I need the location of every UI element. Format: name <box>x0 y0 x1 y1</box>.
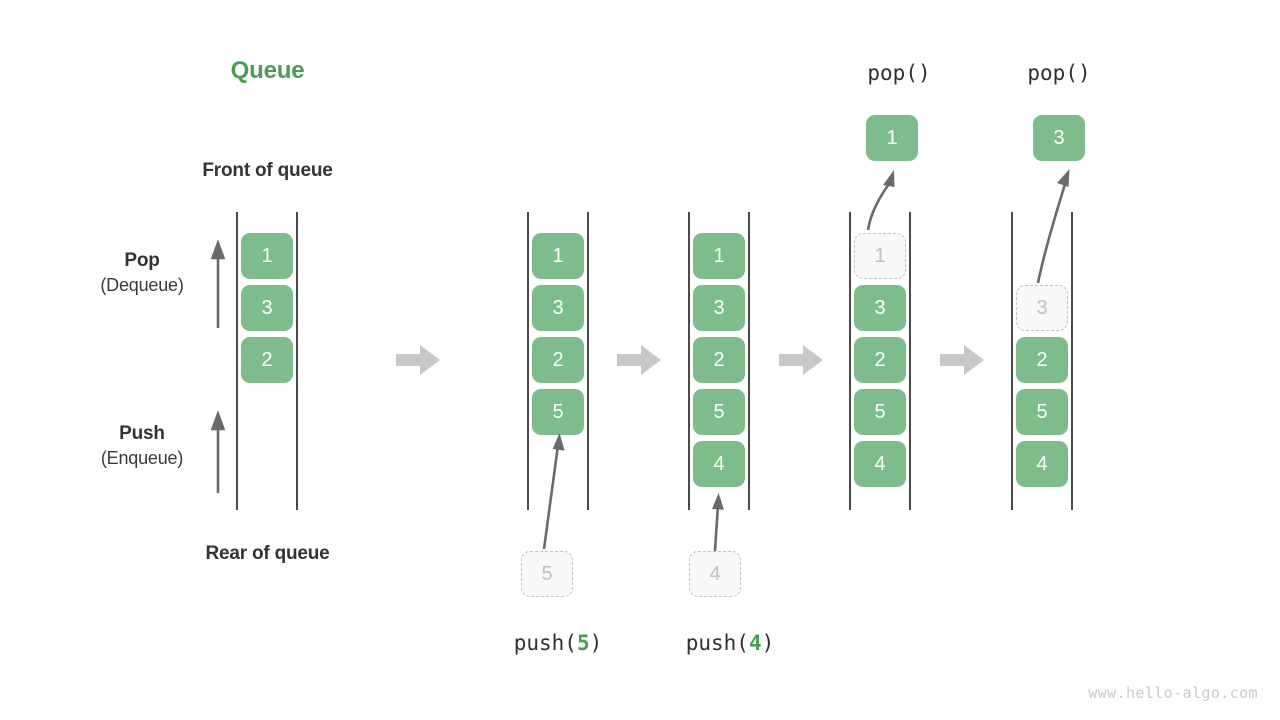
queue-cell[interactable]: 5 <box>693 389 745 435</box>
vacated-ghost-cell: 1 <box>854 233 906 279</box>
incoming-ghost-cell: 4 <box>689 551 741 597</box>
flow-arrow-icon <box>779 345 823 375</box>
caption-value: 4 <box>748 631 762 655</box>
push-pointer-arrow-icon <box>712 493 724 552</box>
pop-operation-label: pop() <box>867 61 931 85</box>
queue-cell[interactable]: 2 <box>532 337 584 383</box>
push-pointer-arrow-icon <box>542 433 565 550</box>
queue-cell[interactable]: 1 <box>693 233 745 279</box>
queue-rails <box>527 212 589 510</box>
queue-cell[interactable]: 2 <box>693 337 745 383</box>
vacated-ghost-cell: 3 <box>1016 285 1068 331</box>
queue-rails <box>688 212 750 510</box>
queue-rails <box>236 212 298 510</box>
front-of-queue-label: Front of queue <box>202 160 333 181</box>
pop-pointer-arrow-icon <box>1036 169 1070 284</box>
incoming-ghost-cell: 5 <box>521 551 573 597</box>
pop-operation-label: pop() <box>1027 61 1091 85</box>
push-enqueue-label: Push (Enqueue) <box>52 423 232 469</box>
popped-cell[interactable]: 3 <box>1033 115 1085 161</box>
push-5-caption: push(5) <box>478 631 638 655</box>
push-4-caption: push(4) <box>650 631 810 655</box>
caption-prefix: push( <box>685 631 749 655</box>
queue-cell[interactable]: 5 <box>854 389 906 435</box>
queue-cell[interactable]: 1 <box>241 233 293 279</box>
queue-cell[interactable]: 3 <box>532 285 584 331</box>
page-title: Queue <box>230 57 305 84</box>
queue-cell[interactable]: 2 <box>854 337 906 383</box>
queue-cell[interactable]: 4 <box>854 441 906 487</box>
watermark: www.hello-algo.com <box>1088 684 1258 702</box>
caption-suffix: ) <box>589 631 603 655</box>
caption-prefix: push( <box>513 631 577 655</box>
pop-dequeue-label: Pop (Dequeue) <box>52 250 232 296</box>
queue-cell[interactable]: 3 <box>241 285 293 331</box>
caption-suffix: ) <box>761 631 775 655</box>
direction-arrows <box>210 239 226 493</box>
rear-of-queue-label: Rear of queue <box>205 543 330 564</box>
push-label-main: Push <box>119 423 165 444</box>
push-label-sub: (Enqueue) <box>100 448 184 468</box>
popped-cell[interactable]: 1 <box>866 115 918 161</box>
queue-cell-new[interactable]: 5 <box>532 389 584 435</box>
queue-rails <box>849 212 911 510</box>
pop-label-sub: (Dequeue) <box>100 275 184 295</box>
pop-pointer-arrow-icon <box>866 170 895 231</box>
queue-cell[interactable]: 2 <box>1016 337 1068 383</box>
queue-cell[interactable]: 3 <box>693 285 745 331</box>
pop-label-main: Pop <box>124 250 160 271</box>
queue-rails <box>1011 212 1073 510</box>
queue-cell-new[interactable]: 4 <box>693 441 745 487</box>
queue-cell[interactable]: 3 <box>854 285 906 331</box>
queue-cell[interactable]: 5 <box>1016 389 1068 435</box>
queue-cell[interactable]: 2 <box>241 337 293 383</box>
flow-arrow-icon <box>940 345 984 375</box>
queue-cell[interactable]: 1 <box>532 233 584 279</box>
caption-value: 5 <box>576 631 590 655</box>
flow-arrow-icon <box>617 345 661 375</box>
flow-arrow-icon <box>396 345 440 375</box>
queue-cell[interactable]: 4 <box>1016 441 1068 487</box>
